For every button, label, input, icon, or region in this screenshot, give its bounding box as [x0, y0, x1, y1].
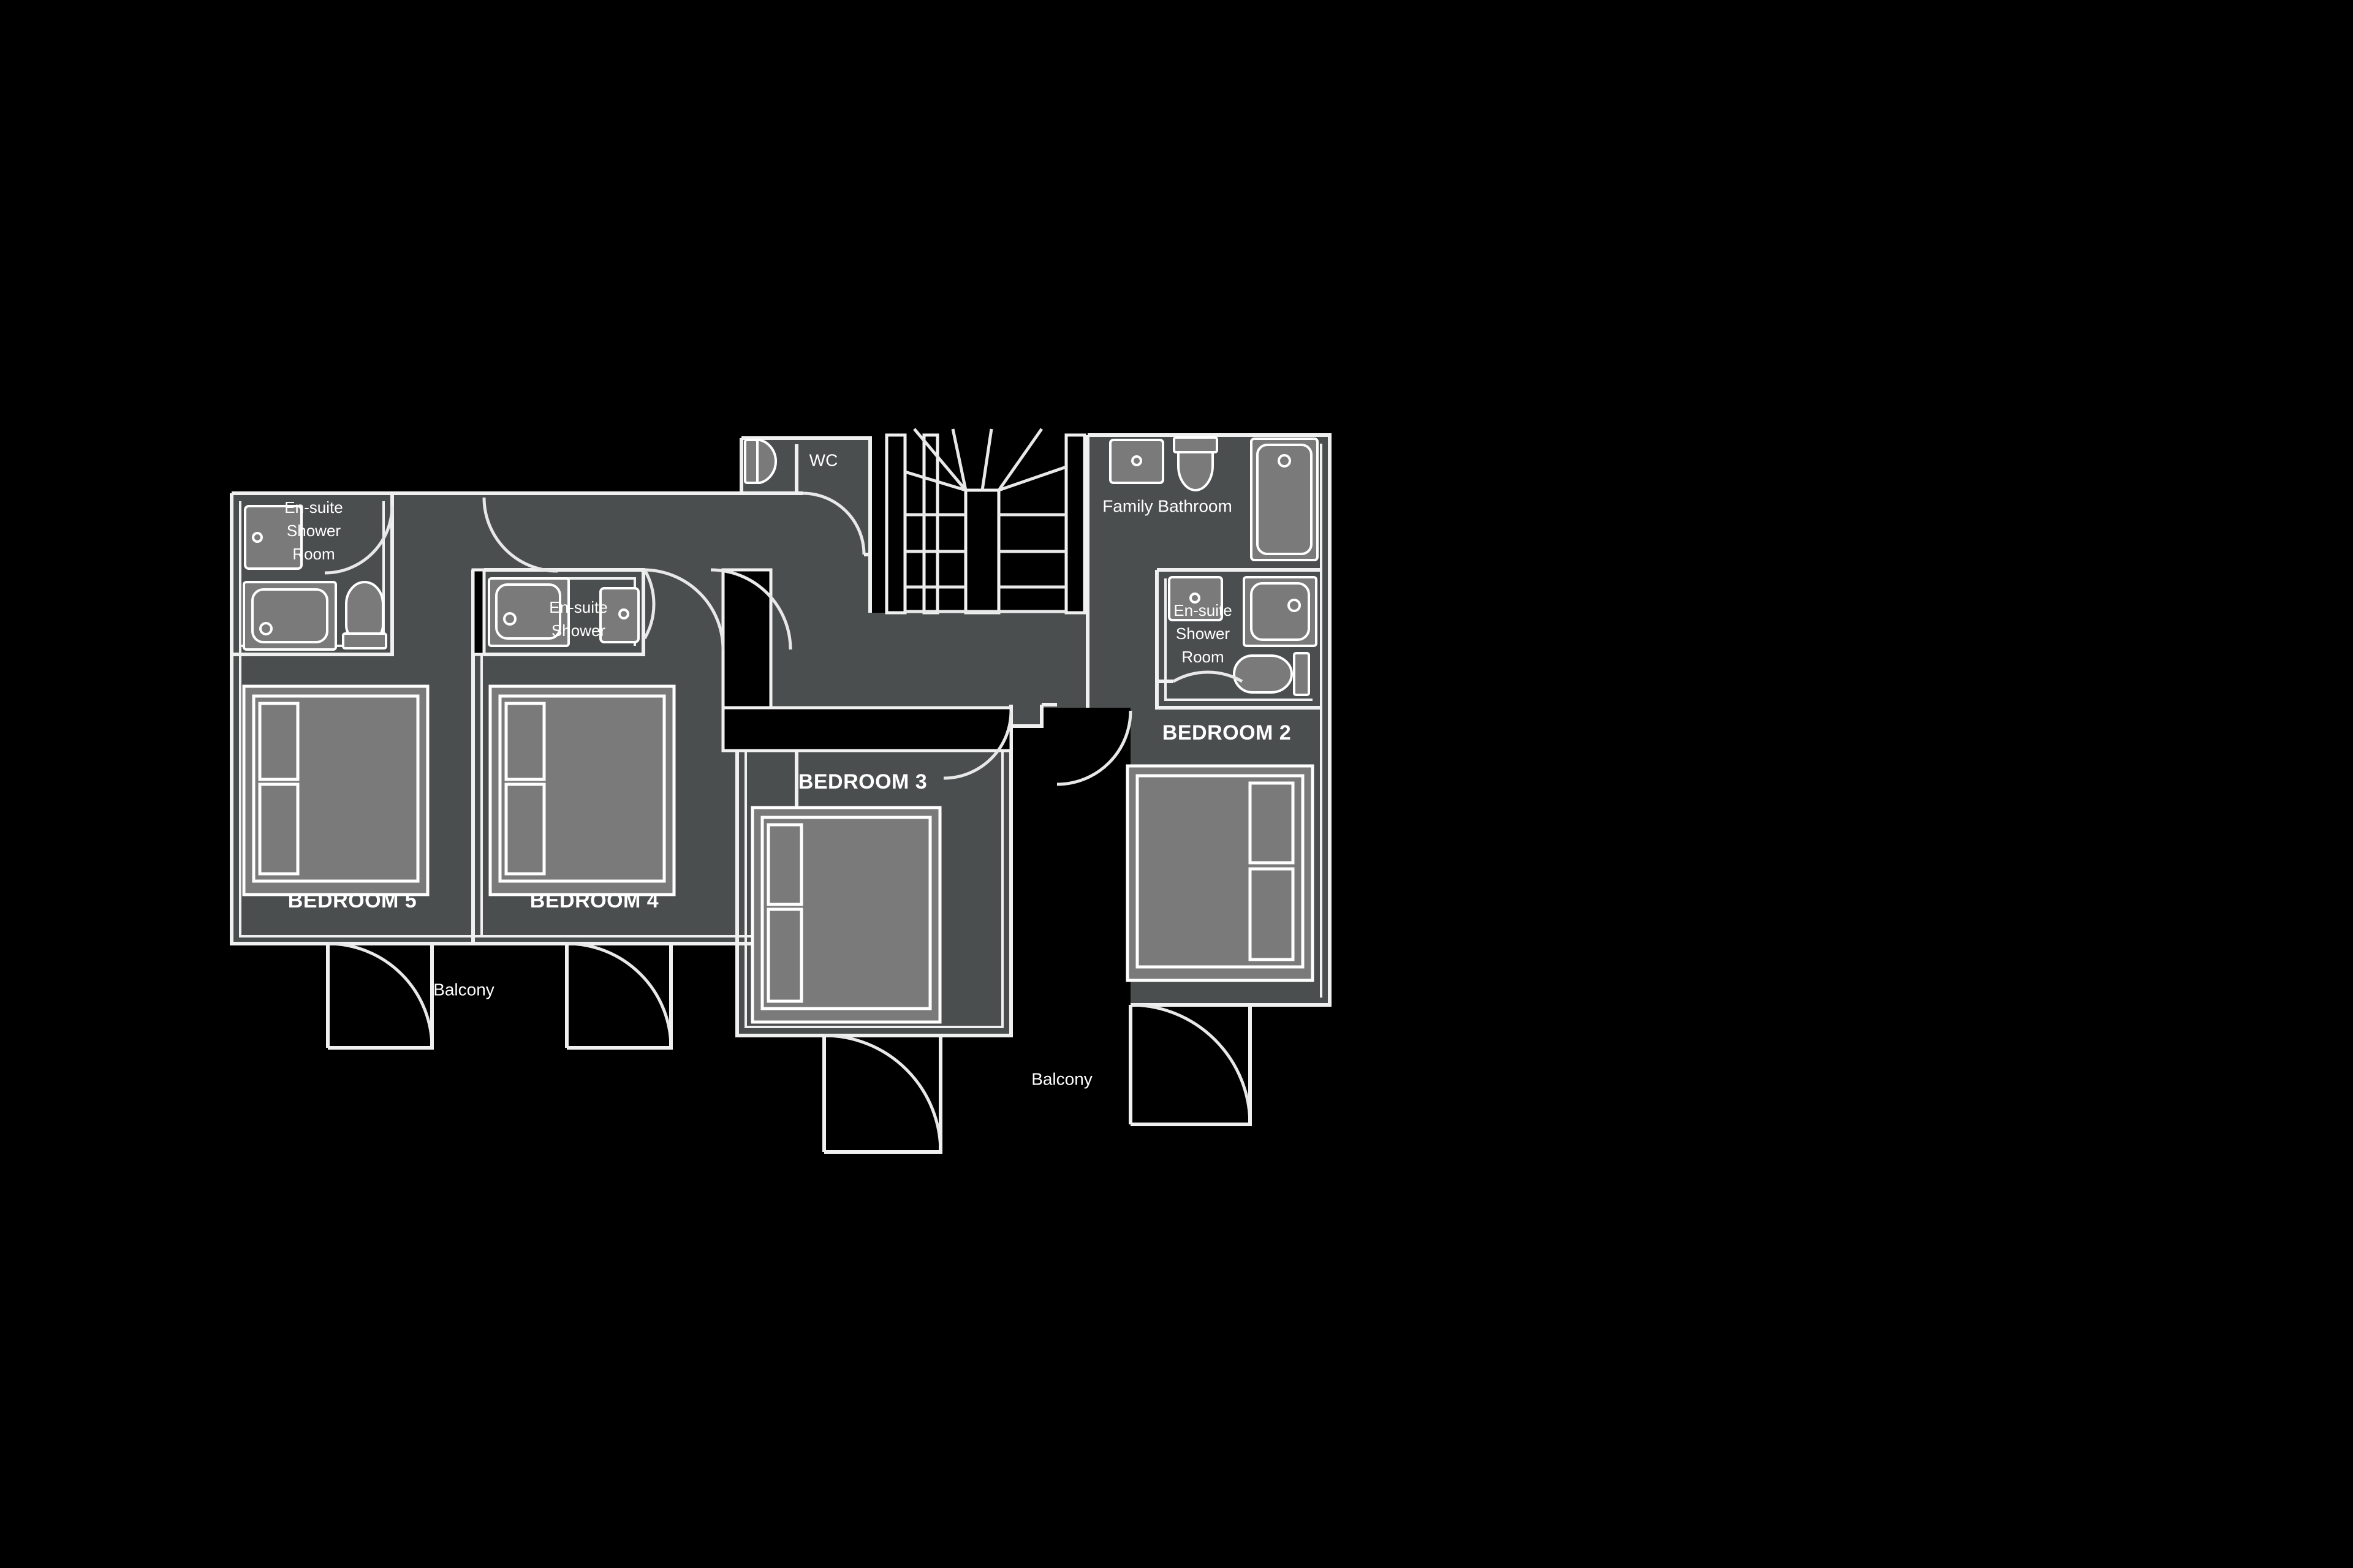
room-label-ensuite-bed5-line2: Shower: [287, 521, 341, 540]
pillow-icon: [767, 907, 803, 1003]
room-label-bedroom5: BEDROOM 5: [288, 889, 417, 912]
room-label-ensuite-bed5-line1: En-suite: [284, 498, 343, 517]
bedroom3-furniture: [751, 806, 942, 1024]
room-label-wc: WC: [809, 450, 838, 469]
room-label-bedroom2: BEDROOM 2: [1162, 721, 1291, 744]
pillow-icon: [504, 782, 546, 876]
basin-icon: [244, 505, 303, 570]
basin-icon: [1109, 439, 1164, 484]
room-label-ensuite-bed2-line1: En-suite: [1173, 601, 1232, 619]
pillow-icon: [767, 823, 803, 906]
outdoor-label-balcony-left: Balcony: [433, 980, 494, 999]
ensuite-bed5-fixtures: [232, 493, 394, 656]
wc-fixtures: [744, 439, 870, 556]
room-label-family-bathroom: Family Bathroom: [1102, 496, 1232, 515]
pillow-icon: [258, 702, 300, 781]
pillow-icon: [1248, 867, 1295, 961]
family-bathroom-fixtures: [1086, 435, 1319, 708]
ensuite-bed2-fixtures: [1155, 568, 1321, 710]
staircase: [904, 428, 1067, 613]
room-label-group: BEDROOM 5 BEDROOM 4 BEDROOM 3 BEDROOM 2 …: [284, 450, 1291, 1088]
ensuite-bed4-fixtures: [471, 568, 656, 656]
room-label-ensuite-bed5-line3: Room: [292, 545, 335, 563]
bedroom5-furniture: [242, 684, 430, 896]
room-label-bedroom3: BEDROOM 3: [798, 770, 927, 793]
toilet-icon: [1233, 654, 1293, 694]
room-label-ensuite-bed2-line3: Room: [1181, 648, 1224, 666]
room-label-ensuite-bed4-line2: Shower: [551, 621, 605, 640]
pillow-icon: [258, 782, 300, 876]
room-label-ensuite-bed4-line1: En-suite: [549, 598, 607, 616]
room-label-bedroom4: BEDROOM 4: [530, 889, 659, 912]
wall-mass-group: [721, 433, 1086, 752]
outdoor-label-balcony-right: Balcony: [1031, 1069, 1093, 1088]
pillow-icon: [1248, 781, 1295, 865]
basin-icon: [1168, 576, 1223, 621]
shower-tray-icon: [1250, 582, 1310, 641]
door-swing-group: [326, 497, 1252, 1154]
bath-icon: [1256, 444, 1313, 555]
bedroom2-furniture: [1126, 764, 1314, 982]
toilet-icon: [756, 439, 778, 484]
room-label-ensuite-bed2-line2: Shower: [1176, 624, 1230, 643]
bedroom4-furniture: [488, 684, 676, 896]
pillow-icon: [504, 702, 546, 781]
